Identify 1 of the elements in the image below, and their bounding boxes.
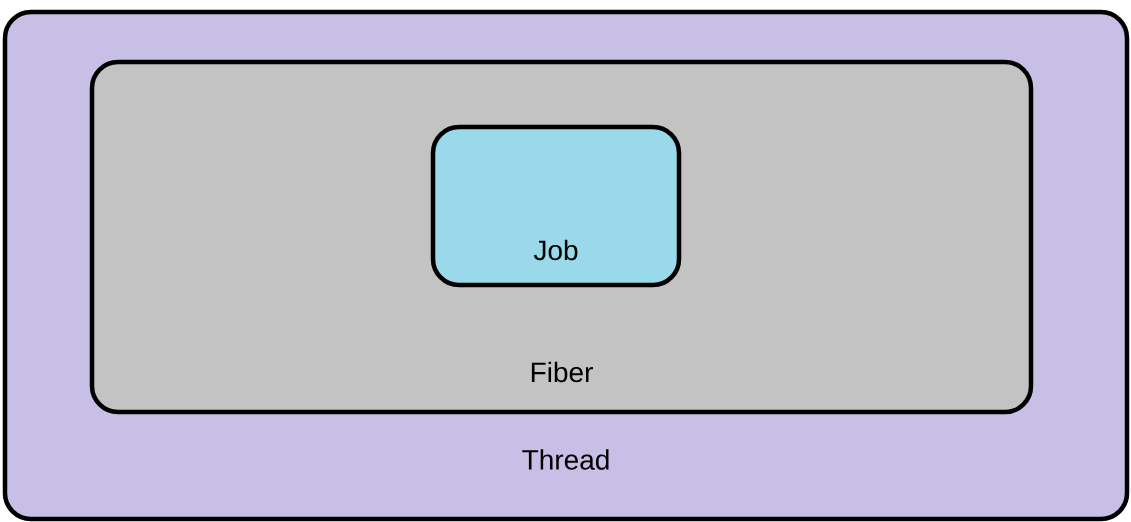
job-box: Job [430, 124, 682, 288]
